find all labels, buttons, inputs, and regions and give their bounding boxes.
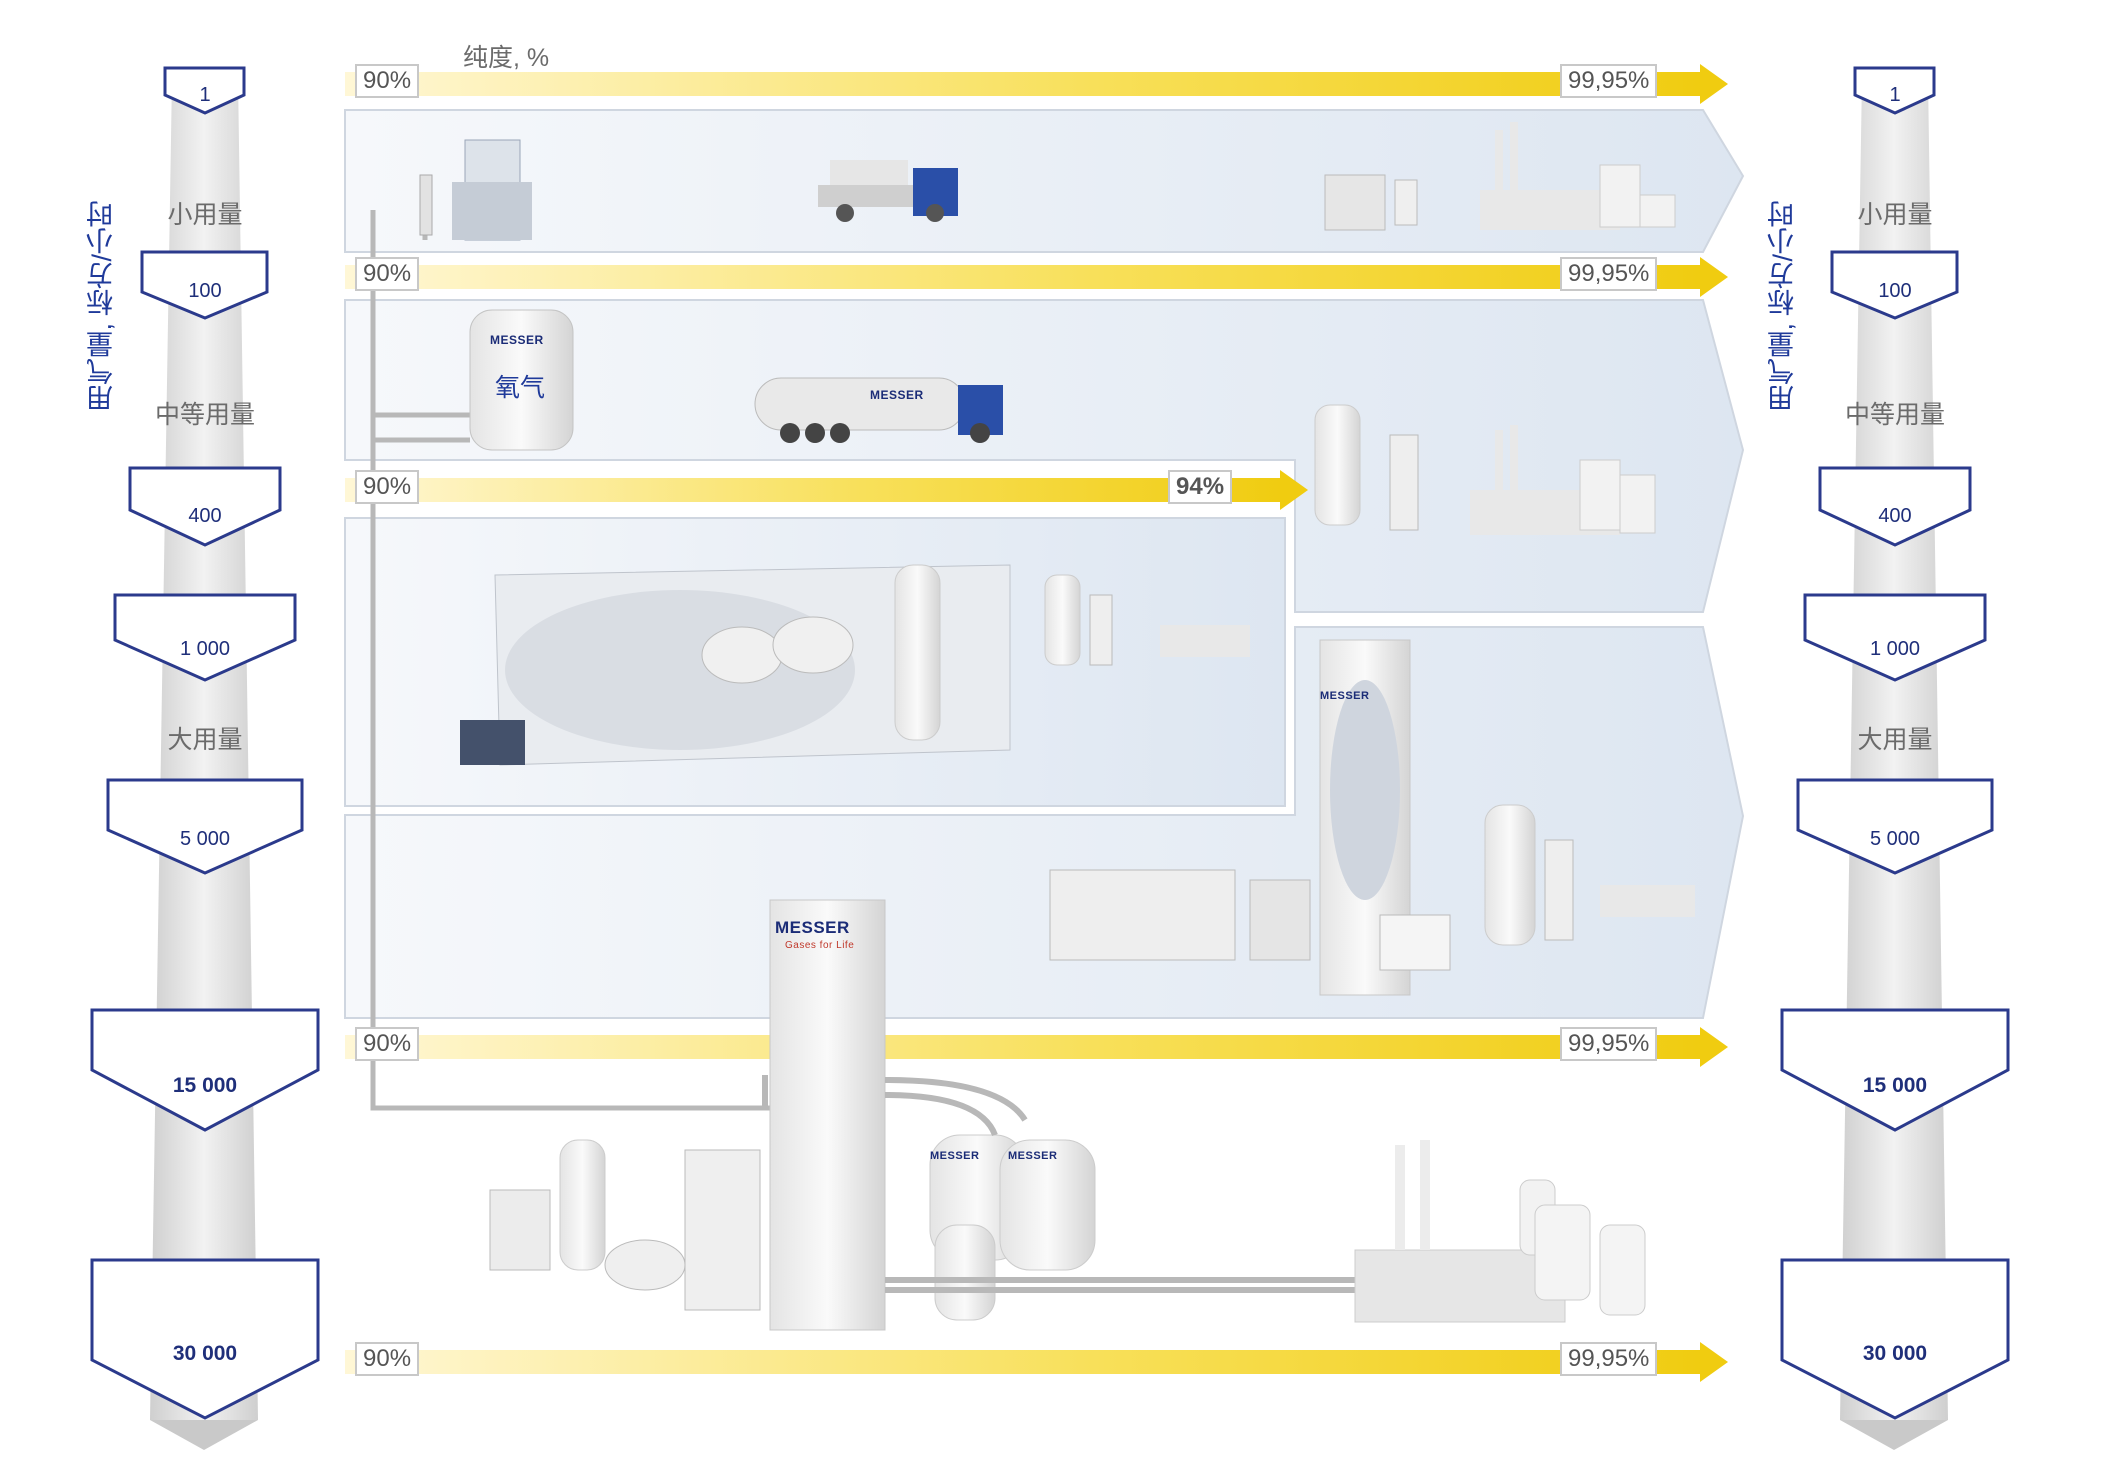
scale-value: 1 bbox=[199, 84, 211, 106]
scale-value: 400 bbox=[1878, 505, 1912, 527]
brand-logo: MESSER bbox=[490, 333, 544, 347]
scale-value: 15 000 bbox=[172, 1074, 238, 1097]
category-medium: 中等用量 bbox=[1844, 401, 1945, 429]
panel-small bbox=[344, 109, 1745, 253]
axis-label-right: 用气量, 标方/小时 bbox=[1768, 200, 1798, 412]
purity-start: 90% bbox=[355, 1342, 420, 1376]
purity-start: 90% bbox=[355, 257, 420, 291]
large-asu-plant-illustration bbox=[489, 899, 1360, 1331]
scale-marker-400 bbox=[128, 466, 282, 547]
factory-large-illustration bbox=[1354, 1140, 1646, 1323]
purity-arrow-5 bbox=[345, 1342, 1728, 1382]
scale-marker-1 bbox=[1853, 66, 1936, 115]
purity-start: 90% bbox=[355, 64, 420, 98]
scale-marker-15000 bbox=[90, 1008, 320, 1132]
coldbox-plant-illustration bbox=[1049, 639, 1695, 996]
purity-start: 90% bbox=[355, 1027, 420, 1061]
scale-value: 30 000 bbox=[1862, 1342, 1928, 1365]
purity-end: 99,95% bbox=[1560, 1027, 1658, 1061]
scale-marker-5000 bbox=[1796, 778, 1994, 875]
tanker-truck-illustration bbox=[754, 377, 1003, 443]
purity-title: 纯度, % bbox=[463, 44, 550, 72]
scale-marker-100 bbox=[1830, 250, 1959, 320]
scale-marker-1000 bbox=[1803, 593, 1987, 682]
scale-marker-100 bbox=[140, 250, 269, 320]
purity-arrow-1 bbox=[345, 64, 1728, 104]
axis-label-left: 用气量, 标方/小时 bbox=[87, 200, 117, 412]
purity-end: 99,95% bbox=[1560, 64, 1658, 98]
scale-marker-1 bbox=[163, 66, 246, 115]
purity-arrow-4 bbox=[345, 1027, 1728, 1067]
scale-value: 5 000 bbox=[179, 828, 231, 850]
cylinder-rack-illustration bbox=[419, 139, 532, 241]
oxygen-tank-illustration bbox=[469, 309, 574, 451]
purity-end: 99,95% bbox=[1560, 1342, 1658, 1376]
brand-logo: MESSER bbox=[1008, 1150, 1058, 1162]
brand-logo: MESSER bbox=[775, 918, 850, 937]
category-small: 小用量 bbox=[167, 201, 243, 229]
category-large: 大用量 bbox=[1857, 726, 1933, 754]
brand-logo: MESSER bbox=[870, 388, 924, 402]
purity-arrow-3 bbox=[345, 470, 1308, 510]
purity-end: 94% bbox=[1168, 470, 1233, 504]
scale-value: 1 000 bbox=[179, 638, 231, 660]
scale-value: 5 000 bbox=[1869, 828, 1921, 850]
scale-value: 15 000 bbox=[1862, 1074, 1928, 1097]
oxygen-tank-label: 氧气 bbox=[495, 374, 546, 402]
right-scale-chevrons bbox=[1780, 66, 2010, 1420]
purity-start: 90% bbox=[355, 470, 420, 504]
container-plant-illustration bbox=[460, 564, 1250, 766]
scale-marker-30000 bbox=[90, 1258, 320, 1420]
scale-marker-5000 bbox=[106, 778, 304, 875]
scale-marker-15000 bbox=[1780, 1008, 2010, 1132]
factory-medium-illustration bbox=[1314, 404, 1656, 535]
scale-value: 1 000 bbox=[1869, 638, 1921, 660]
scale-value: 30 000 bbox=[172, 1342, 238, 1365]
factory-small-illustration bbox=[1324, 122, 1676, 231]
scale-marker-30000 bbox=[1780, 1258, 2010, 1420]
brand-tagline: Gases for Life bbox=[785, 940, 855, 951]
scale-value: 1 bbox=[1889, 84, 1901, 106]
brand-logo: MESSER bbox=[930, 1150, 980, 1162]
purity-arrow-2 bbox=[345, 257, 1728, 297]
scale-value: 100 bbox=[188, 280, 222, 302]
category-small: 小用量 bbox=[1857, 201, 1933, 229]
scale-marker-400 bbox=[1818, 466, 1972, 547]
scale-marker-1000 bbox=[113, 593, 297, 682]
scale-value: 400 bbox=[188, 505, 222, 527]
brand-logo: MESSER bbox=[1320, 690, 1370, 702]
left-scale-chevrons bbox=[90, 66, 320, 1420]
scale-value: 100 bbox=[1878, 280, 1912, 302]
category-large: 大用量 bbox=[167, 726, 243, 754]
cylinder-truck-illustration bbox=[818, 160, 958, 222]
purity-end: 99,95% bbox=[1560, 257, 1658, 291]
category-medium: 中等用量 bbox=[154, 401, 255, 429]
panel-medium bbox=[344, 299, 1745, 613]
